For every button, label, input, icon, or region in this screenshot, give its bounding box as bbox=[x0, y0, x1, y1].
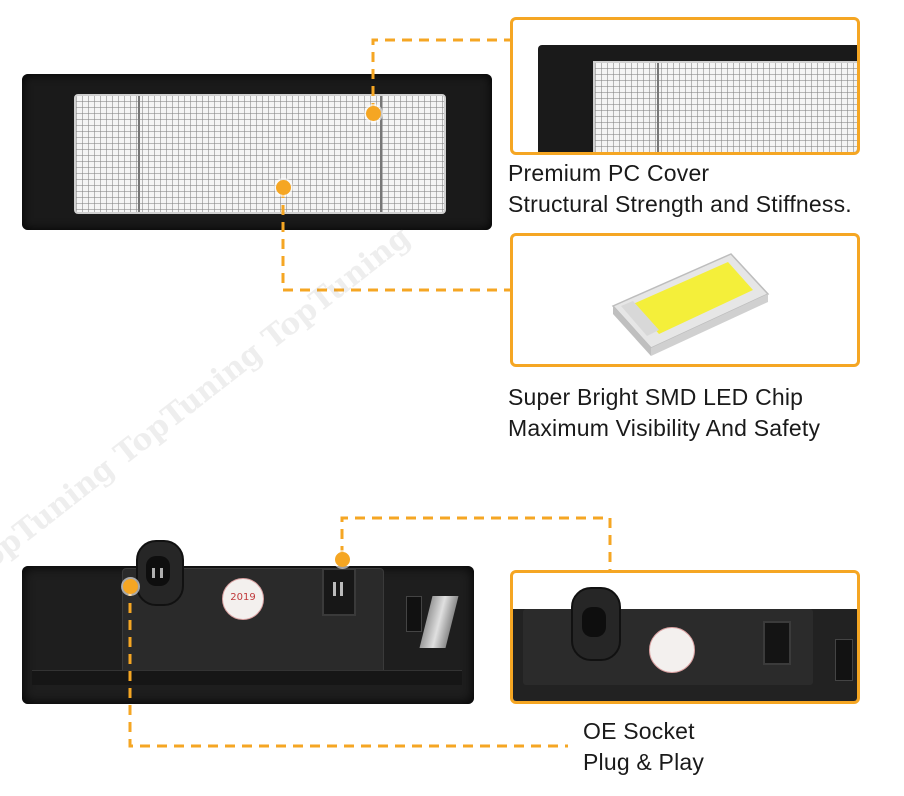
pc-cover-subtitle: Structural Strength and Stiffness. bbox=[508, 191, 852, 217]
connector-pc-cover bbox=[371, 38, 510, 113]
lamp-front-housing bbox=[22, 74, 492, 230]
lamp-front-lens bbox=[74, 94, 446, 214]
callout-connectors-bottom bbox=[128, 516, 612, 748]
lens-inner-frame bbox=[138, 96, 382, 212]
zoom-housing bbox=[538, 45, 857, 152]
connector-led-chip bbox=[281, 188, 510, 292]
side-connector bbox=[406, 596, 422, 632]
connector-socket-bottom bbox=[128, 586, 568, 748]
led-chip-subtitle: Maximum Visibility And Safety bbox=[508, 415, 821, 441]
zoom-lens-frame bbox=[657, 63, 659, 152]
callout-oe-socket bbox=[510, 570, 860, 704]
date-stamp: 2019 bbox=[222, 578, 264, 620]
date-stamp-text: 2019 bbox=[230, 592, 256, 603]
marker-dot-plug bbox=[335, 552, 350, 567]
callout-pc-cover bbox=[510, 17, 860, 155]
zoom-round-socket-icon bbox=[571, 587, 621, 661]
bottom-rail bbox=[32, 670, 462, 685]
round-socket-icon bbox=[136, 540, 184, 606]
zoom-date-stamp bbox=[649, 627, 695, 673]
plug-connector-icon bbox=[322, 568, 356, 616]
pc-cover-title: Premium PC Cover bbox=[508, 160, 710, 186]
oe-socket-title: OE Socket bbox=[583, 718, 695, 744]
callout-connectors-top bbox=[281, 38, 510, 292]
led-chip-title: Super Bright SMD LED Chip bbox=[508, 384, 804, 410]
marker-dot-led-chip bbox=[276, 180, 291, 195]
callout-led-chip bbox=[510, 233, 860, 367]
marker-dot-pc-cover bbox=[366, 106, 381, 121]
smd-led-chip-icon bbox=[611, 253, 770, 356]
oe-socket-subtitle: Plug & Play bbox=[583, 749, 705, 775]
zoom-lens bbox=[593, 61, 857, 152]
connector-socket-top bbox=[340, 516, 612, 570]
marker-dot-socket bbox=[123, 579, 138, 594]
